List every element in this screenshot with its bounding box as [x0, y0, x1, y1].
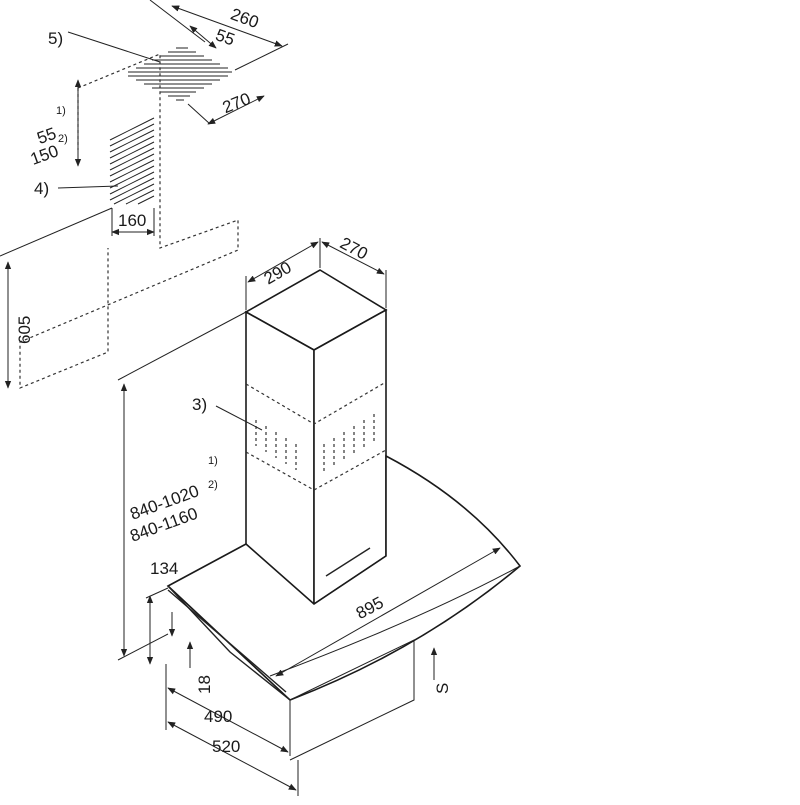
wall-bracket-outline: 4) 55 1) 150 2) 160 605: [0, 53, 239, 389]
vent-slots: [255, 414, 375, 472]
dim-160: 160: [118, 211, 146, 230]
extension-line: [145, 587, 169, 599]
dim-s: S: [433, 683, 452, 694]
dim-line-290: [247, 241, 319, 283]
callout-leader-5: [67, 31, 161, 63]
dim-line-270-chimney: [321, 241, 385, 275]
dim-290: 290: [261, 258, 295, 289]
dim-line-520: [167, 721, 297, 791]
footnote-1-height: 1): [208, 455, 218, 467]
dim-line-270-grille: [207, 95, 265, 125]
dim-group-s: S: [430, 647, 452, 694]
dim-270-chimney: 270: [337, 233, 371, 263]
dim-150-mount: 150: [28, 141, 61, 169]
footnote-2-height: 2): [208, 479, 218, 491]
callout-3: 3): [192, 395, 207, 414]
chimney: 3) 290 270: [192, 233, 388, 606]
dim-134: 134: [150, 559, 178, 578]
extension-line: [117, 311, 247, 381]
dim-line-55-top: [189, 25, 217, 49]
dim-line-895: [275, 547, 501, 677]
mounting-plate-hatch: [109, 117, 155, 205]
footnote-2-mount: 2): [58, 133, 68, 145]
extension-line: [0, 207, 113, 257]
extension-line: [234, 43, 289, 71]
grille-slats: [128, 47, 232, 101]
footnote-1-mount: 1): [56, 105, 66, 117]
chimney-joint-upper: [245, 381, 387, 425]
outlet-grille: 5) 260 55 270: [48, 0, 289, 125]
extension-line: [187, 103, 211, 125]
extension-line: [149, 0, 206, 43]
extension-line: [117, 633, 169, 661]
dim-18: 18: [195, 675, 214, 694]
canopy-lower-edge: [167, 589, 287, 693]
depth-dimensions: 490 520: [165, 664, 299, 796]
dim-group-134: 134: [145, 559, 178, 665]
callout-leader-4: [57, 185, 119, 189]
dim-270-grille: 270: [220, 89, 253, 117]
chimney-joint-lower: [245, 449, 387, 491]
dim-520: 520: [212, 737, 240, 756]
callout-5: 5): [48, 29, 63, 48]
callout-leader-3: [215, 405, 263, 431]
dim-line-260: [171, 5, 283, 47]
dim-490: 490: [204, 707, 232, 726]
dim-605: 605: [15, 316, 34, 344]
callout-4: 4): [34, 179, 49, 198]
